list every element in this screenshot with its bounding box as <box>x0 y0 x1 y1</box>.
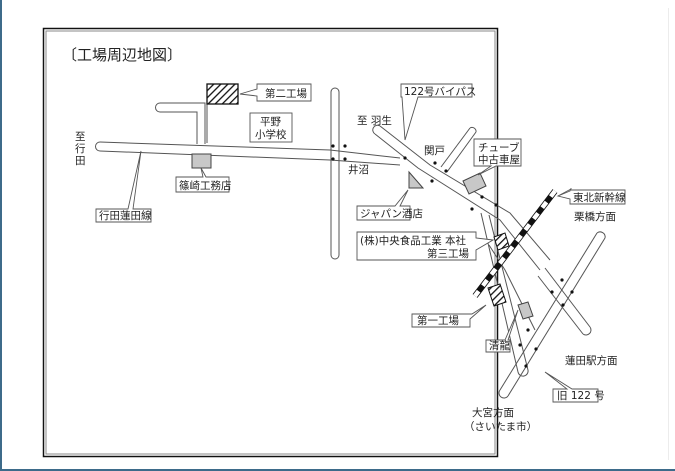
road-bypass-north-cap <box>372 124 381 135</box>
road-hasuda-south-edge <box>537 275 584 335</box>
map-frame-inner <box>45 30 496 455</box>
road-bypass-south-edge <box>374 133 541 271</box>
road-spur-north-edge <box>160 102 206 144</box>
label-hq-line2: 第三工場 <box>427 247 469 260</box>
label-kurihashi: 栗橋方面 <box>574 210 616 223</box>
label-gyoda-hasuda: 行田蓮田線 <box>99 209 152 222</box>
road-spur-south-edge <box>160 111 198 144</box>
label-seiryu: 清龍 <box>489 339 510 352</box>
callout-old122 <box>544 371 599 403</box>
leader-shinkansen <box>557 188 572 197</box>
label-shinozaki: 篠崎工務店 <box>179 179 232 192</box>
callout-seiryu <box>485 309 519 353</box>
label-inuma: 井沼 <box>348 163 369 176</box>
road-inuma-north-cap <box>330 87 340 93</box>
road-kurihashi-omiya-east-edge <box>507 237 606 397</box>
factory2-building <box>206 83 239 105</box>
road-inuma-south-cap <box>330 254 340 260</box>
label-bypass: 122号バイパス <box>404 86 476 98</box>
label-omiya-line2: （さいたま市） <box>464 420 537 433</box>
callout-shinkansen <box>556 189 626 205</box>
japan-sake-building <box>408 170 425 189</box>
label-factory1: 第一工場 <box>417 314 459 327</box>
callout-factory2 <box>239 83 312 102</box>
callout-factory1 <box>411 304 487 328</box>
label-omiya-line1: 大宮方面 <box>472 406 514 419</box>
road-gyoda-end-cap <box>95 141 101 152</box>
road-spur-end-cap <box>155 102 161 113</box>
label-school-line1: 平野 <box>260 116 281 128</box>
seiryu-building <box>517 301 534 320</box>
road-gyoda-hasuda-north-edge <box>99 141 401 159</box>
road-sekido-west-edge <box>440 127 471 168</box>
shinozaki-building <box>191 153 212 169</box>
callout-japan-sake <box>356 189 411 221</box>
road-gyoda-hasuda-south-edge <box>99 150 401 166</box>
callout-shinozaki <box>175 167 230 193</box>
label-to-gyoda-1: 至 <box>75 131 86 143</box>
road-hasuda-north-edge <box>544 267 591 328</box>
road-old122-south-cap <box>517 369 529 377</box>
callout-bypass <box>400 83 473 141</box>
road-kurihashi-cap <box>596 231 606 239</box>
intersection-dots <box>331 144 574 368</box>
callout-hirano-school <box>249 112 293 143</box>
label-to-gyoda-3: 田 <box>75 155 86 167</box>
callout-tube <box>473 138 522 176</box>
factory1-building <box>487 283 507 307</box>
page-divider <box>668 8 669 460</box>
tube-used-car-building <box>462 172 487 195</box>
label-school-line2: 小学校 <box>255 128 287 141</box>
label-japan-sake: ジャパン酒店 <box>360 207 423 220</box>
callout-hq-factory3 <box>356 231 495 261</box>
map-title: 〔工場周辺地図〕 <box>62 46 182 64</box>
label-to-hanyu: 至 羽生 <box>357 114 392 127</box>
label-tube-line2: 中古車屋 <box>478 153 520 166</box>
label-hq-line1: (株)中央食品工業 本社 <box>360 234 467 247</box>
road-hasuda-cap <box>582 326 592 336</box>
label-sekido: 関戸 <box>424 145 445 157</box>
callout-gyoda-hasuda <box>95 150 152 223</box>
road-kurihashi-omiya-west-edge <box>499 232 598 391</box>
label-old122: 旧 122 号 <box>557 390 605 402</box>
hq-factory3-building <box>493 232 510 251</box>
road-sekido-east-edge <box>446 131 477 173</box>
shinkansen-line <box>472 189 558 298</box>
label-to-gyoda-2: 行 <box>75 142 86 155</box>
label-tube-line1: チューブ <box>478 141 520 154</box>
label-hasuda-station: 蓮田駅方面 <box>565 354 618 367</box>
label-factory2: 第二工場 <box>265 87 307 100</box>
label-shinkansen: 東北新幹線 <box>573 191 626 204</box>
road-sekido-cap <box>469 126 477 133</box>
road-omiya-cap <box>498 389 509 399</box>
